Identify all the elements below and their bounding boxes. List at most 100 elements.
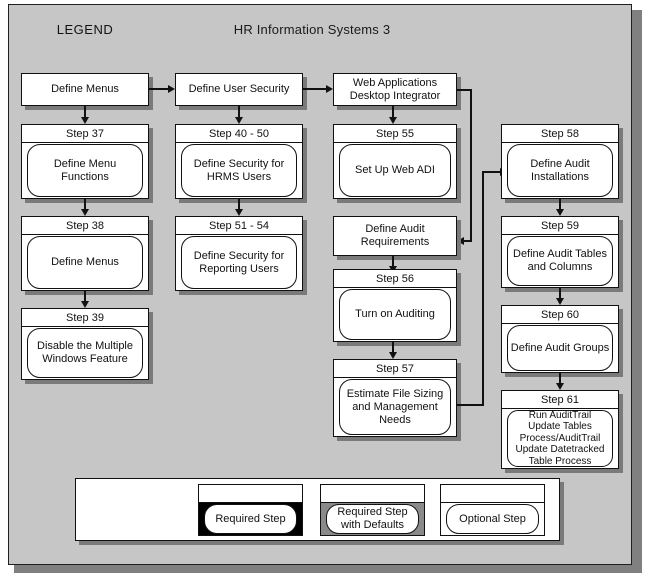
node-step-59[interactable]: Step 59 Define Audit Tables and Columns: [501, 216, 619, 288]
node-label-line2: Desktop Integrator: [349, 89, 441, 102]
arrowhead: [235, 209, 243, 216]
legend-item-required-step-with-defaults: Required Step with Defaults: [320, 484, 425, 536]
connector-vertical: [392, 106, 394, 119]
step-label-line2: Update Tables: [528, 421, 592, 433]
step-header: Step 60: [502, 306, 618, 324]
step-label-line1: Set Up Web ADI: [355, 164, 435, 176]
step-header: Step 57: [334, 360, 456, 378]
step-label-line1: Define Audit: [530, 157, 590, 170]
arrowhead: [556, 209, 564, 216]
step-label-line5: Table Process: [528, 455, 592, 467]
step-label-line1: Estimate File Sizing: [346, 387, 444, 400]
node-label-line2: Requirements: [360, 236, 430, 248]
step-label-line1: Run AuditTrail: [528, 409, 592, 421]
arrowhead: [81, 117, 89, 124]
step-label-line3: Process/AuditTrail: [519, 432, 601, 444]
step-label-line3: Needs: [379, 413, 411, 426]
connector-webadi-in: [464, 240, 472, 242]
connector-vertical: [238, 199, 240, 211]
connector-vertical: [559, 288, 561, 300]
legend-item-required-step: Required Step: [198, 484, 303, 536]
node-label: Define Menus: [51, 83, 119, 95]
legend-title: LEGEND: [56, 22, 114, 37]
legend-step-header: [441, 485, 544, 503]
step-label-line1: Define Audit Tables: [513, 248, 607, 260]
node-step-37[interactable]: Step 37 Define Menu Functions: [21, 124, 149, 199]
node-step-55[interactable]: Step 55 Set Up Web ADI: [333, 124, 457, 199]
step-label-line2: Installations: [530, 170, 590, 183]
node-define-menus-top[interactable]: Define Menus: [21, 73, 149, 106]
node-define-user-security[interactable]: Define User Security: [175, 73, 303, 106]
legend-item-label-line1: Required Step: [337, 506, 408, 518]
node-web-applications-desktop-integrator[interactable]: Web Applications Desktop Integrator: [333, 73, 457, 106]
step-label-line1: Define Security for: [193, 249, 285, 262]
arrowhead: [168, 85, 175, 93]
legend-step-header: [321, 485, 424, 503]
step-header: Step 55: [334, 125, 456, 143]
node-step-61[interactable]: Step 61 Run AuditTrail Update Tables Pro…: [501, 390, 619, 469]
step-header: Step 56: [334, 270, 456, 288]
connector-step57-up: [482, 171, 484, 406]
step-header: Step 61: [502, 391, 618, 409]
connector-vertical: [84, 106, 86, 119]
legend-item-label: Required Step: [215, 512, 286, 525]
node-step-60[interactable]: Step 60 Define Audit Groups: [501, 305, 619, 373]
step-label-line2: Reporting Users: [199, 262, 279, 275]
node-step-40-50[interactable]: Step 40 - 50 Define Security for HRMS Us…: [175, 124, 303, 199]
step-label-line2: and Columns: [527, 261, 593, 273]
arrowhead: [389, 117, 397, 124]
node-step-39[interactable]: Step 39 Disable the Multiple Windows Fea…: [21, 308, 149, 380]
legend-item-optional-step: Optional Step: [440, 484, 545, 536]
legend-step-header: [199, 485, 302, 503]
step-header: Step 40 - 50: [176, 125, 302, 143]
legend-item-label: Optional Step: [459, 512, 526, 525]
step-label-line1: Define Menu: [53, 157, 117, 170]
connector-vertical: [559, 373, 561, 385]
node-step-38[interactable]: Step 38 Define Menus: [21, 216, 149, 291]
legend-item-label-line2: with Defaults: [341, 519, 404, 531]
arrowhead: [556, 383, 564, 390]
step-header: Step 59: [502, 217, 618, 235]
connector-vertical: [559, 199, 561, 211]
step-label-line2: Functions: [61, 170, 109, 183]
arrowhead: [389, 352, 397, 359]
node-step-57[interactable]: Step 57 Estimate File Sizing and Managem…: [333, 359, 457, 437]
connector-vertical: [392, 342, 394, 354]
connector-webadi-out: [457, 89, 472, 91]
step-header: Step 38: [22, 217, 148, 235]
connector-vertical: [84, 291, 86, 303]
connector-vertical: [392, 256, 394, 268]
step-header: Step 58: [502, 125, 618, 143]
connector-vertical: [84, 199, 86, 211]
step-label-line2: and Management: [352, 400, 438, 413]
connector-security-to-webadi: [303, 88, 326, 90]
arrowhead: [81, 301, 89, 308]
arrowhead: [81, 209, 89, 216]
node-label-line1: Web Applications: [352, 76, 438, 89]
step-label-line4: Update Datetracked: [515, 444, 605, 456]
step-label-line1: Define Security for: [193, 157, 285, 170]
step-header: Step 51 - 54: [176, 217, 302, 235]
node-define-audit-requirements[interactable]: Define Audit Requirements: [333, 216, 457, 256]
arrowhead: [235, 117, 243, 124]
step-label-line1: Turn on Auditing: [355, 308, 435, 320]
step-label-line2: Windows Feature: [42, 353, 128, 365]
step-label-line1: Disable the Multiple: [37, 340, 133, 352]
connector-step57-in-step58: [482, 171, 500, 173]
connector-webadi-down: [470, 89, 472, 241]
step-label-line2: HRMS Users: [206, 170, 272, 183]
arrowhead: [556, 298, 564, 305]
arrowhead: [326, 85, 333, 93]
node-label: Define User Security: [188, 83, 290, 95]
step-label-line1: Define Audit Groups: [510, 341, 610, 354]
node-step-56[interactable]: Step 56 Turn on Auditing: [333, 269, 457, 342]
step-header: Step 39: [22, 309, 148, 327]
step-label-line1: Define Menus: [51, 256, 119, 268]
node-step-51-54[interactable]: Step 51 - 54 Define Security for Reporti…: [175, 216, 303, 291]
step-header: Step 37: [22, 125, 148, 143]
node-step-58[interactable]: Step 58 Define Audit Installations: [501, 124, 619, 199]
connector-vertical: [238, 106, 240, 119]
connector-menus-to-security: [149, 88, 168, 90]
node-label-line1: Define Audit: [365, 223, 425, 235]
